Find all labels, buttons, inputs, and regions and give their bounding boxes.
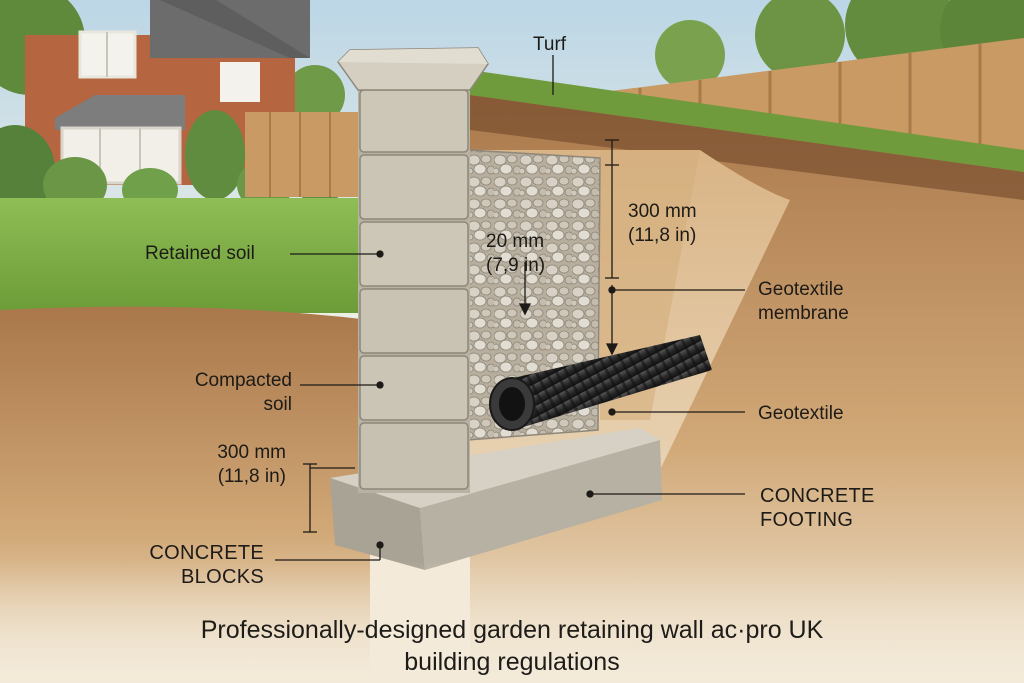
concrete-blocks-label: CONCRETE BLOCKS xyxy=(134,541,264,589)
geotextile-membrane-line-1: Geotextile xyxy=(758,279,844,300)
footing-depth-line-1: 300 mm xyxy=(217,442,286,463)
perforated-drain-pipe xyxy=(489,335,712,431)
retained-soil-label: Retained soil xyxy=(145,243,255,264)
footing-depth-line-2: (11,8 in) xyxy=(217,466,286,487)
wooden-fence-left xyxy=(245,112,360,197)
fill-depth-line-2: (11,8 in) xyxy=(628,225,697,246)
gravel-size-line-1: 20 mm xyxy=(486,231,545,252)
caption-line-2: building regulations xyxy=(404,648,620,676)
lawn xyxy=(0,198,380,313)
turf-layer xyxy=(470,70,1024,172)
bottom-fade xyxy=(0,560,1024,683)
gravel-size-line-2: (7,9 in) xyxy=(486,255,546,276)
gravel-size-label: 20 mm (7,9 in) xyxy=(486,230,545,278)
leader-lines xyxy=(275,55,745,561)
concrete-block-wall xyxy=(337,47,489,493)
fill-depth-label: 300 mm (11,8 in) xyxy=(628,200,697,248)
topsoil-layer xyxy=(470,95,1024,200)
geotextile-label: Geotextile xyxy=(758,403,844,424)
concrete-footing-line-2: FOOTING xyxy=(760,509,854,531)
compacted-soil-line-2: soil xyxy=(263,394,292,415)
concrete-footing-line-1: CONCRETE xyxy=(760,485,875,507)
concrete-footing-label: CONCRETE FOOTING xyxy=(760,484,875,532)
compacted-soil-line-1: Compacted xyxy=(194,370,292,391)
footing-depth-label: 300 mm (11,8 in) xyxy=(194,441,286,489)
fill-depth-line-1: 300 mm xyxy=(628,201,697,222)
diagram-caption: Professionally-designed garden retaining… xyxy=(0,614,1024,678)
geotextile-membrane-line-2: membrane xyxy=(758,303,849,324)
turf-label: Turf xyxy=(533,34,567,55)
concrete-blocks-line-2: BLOCKS xyxy=(181,566,264,588)
concrete-blocks-line-1: CONCRETE xyxy=(149,542,264,564)
caption-line-1: Professionally-designed garden retaining… xyxy=(200,616,824,644)
geotextile-membrane-label: Geotextile membrane xyxy=(758,278,849,326)
compacted-soil-label: Compacted soil xyxy=(162,369,292,417)
